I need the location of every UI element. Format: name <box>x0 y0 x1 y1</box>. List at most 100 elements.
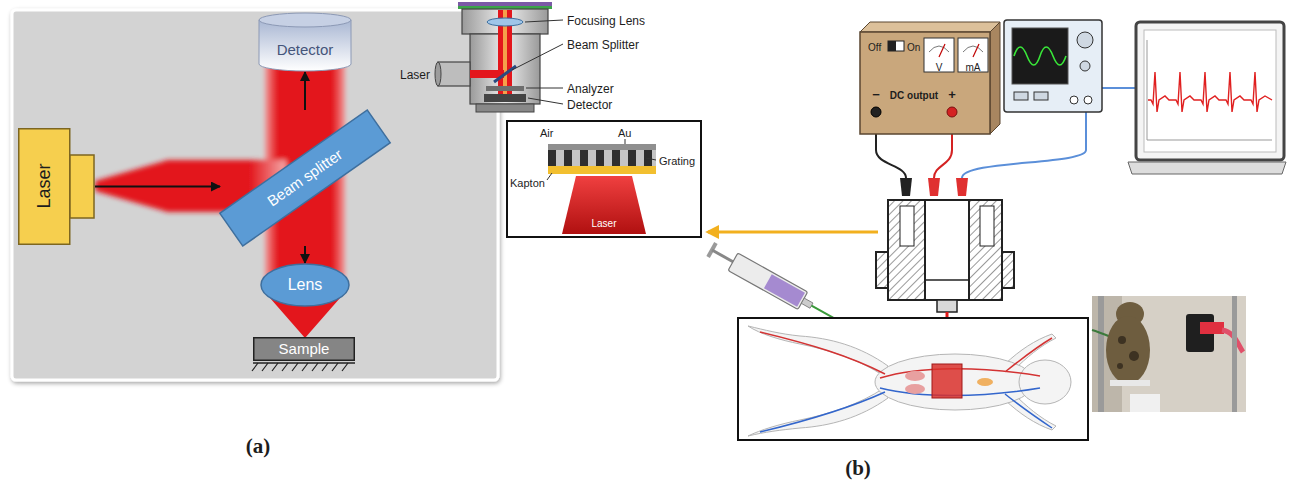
optical-head <box>484 94 526 102</box>
optical-head <box>494 66 516 82</box>
oscilloscope <box>1004 20 1102 112</box>
node-text: Laser <box>34 163 55 208</box>
detector-cylinder-outline <box>259 20 351 71</box>
node-text: mA <box>966 62 981 74</box>
grating-inset-outline <box>507 121 701 237</box>
node-text: − <box>872 88 880 103</box>
node-text: + <box>948 88 956 103</box>
text-holder: (a) <box>246 434 271 458</box>
sensor-housing <box>876 252 888 288</box>
frog-photo <box>1117 363 1123 369</box>
power-supply-outline <box>973 44 979 57</box>
sensor-housing <box>900 206 914 246</box>
frog-photo <box>1130 394 1160 412</box>
power-supply: OffOnVmA−DC output+ <box>860 22 1000 134</box>
frog-figure <box>932 364 962 398</box>
frog-figure <box>738 318 1088 440</box>
detector-cylinder-outline <box>259 13 351 27</box>
laser-beam <box>95 58 345 280</box>
sensor-housing <box>888 200 1002 300</box>
grating-inset-outline <box>625 139 626 144</box>
arrow-connector <box>304 246 306 263</box>
leader-line <box>512 44 563 70</box>
text-holder: Laser <box>400 65 430 83</box>
syringe <box>712 250 733 262</box>
laptop <box>1148 72 1272 112</box>
alligator-clip <box>900 178 912 196</box>
node-text: Au <box>618 127 631 140</box>
part-label: Detector <box>567 99 612 113</box>
frog-photo <box>1092 296 1246 412</box>
grating-inset-outline <box>580 150 588 166</box>
leader-line <box>526 88 563 89</box>
grating-inset-outline <box>612 150 620 166</box>
node-text: On <box>907 42 920 54</box>
sensor-housing <box>937 300 957 312</box>
part-label: Beam Splitter <box>567 39 639 53</box>
laptop <box>1128 162 1286 174</box>
frog-figure <box>977 378 993 386</box>
text-holder: Kapton <box>510 173 545 191</box>
syringe <box>801 298 813 308</box>
frog-figure <box>760 388 1052 432</box>
oscilloscope <box>1070 96 1078 104</box>
text-holder: Focusing Lens <box>567 11 645 29</box>
part-label: Laser <box>400 69 430 83</box>
sample-block: Sample <box>253 337 355 361</box>
optical-head <box>458 2 552 6</box>
node-text: Grating <box>659 155 695 168</box>
leader-line <box>512 20 563 104</box>
text-holder: On <box>907 37 920 55</box>
alligator-clip <box>900 178 968 196</box>
optical-head <box>476 104 534 112</box>
text-holder: Detector <box>567 95 612 113</box>
frog-figure <box>905 384 925 394</box>
text-holder: Air <box>540 123 553 141</box>
text-holder: DC output <box>890 85 938 103</box>
node-text: V <box>936 62 943 74</box>
grating-inset-outline <box>628 150 636 166</box>
sample-stage-hatching <box>252 363 348 371</box>
optical-head <box>487 18 523 26</box>
detector-cylinder: Detector <box>258 12 352 72</box>
power-supply-outline <box>860 22 1000 32</box>
grating-inset-outline <box>548 150 556 166</box>
laser-source-outline <box>70 155 94 218</box>
yellow-pointer <box>708 231 878 234</box>
laser-source-outline <box>19 129 70 245</box>
panel-a-ground <box>12 10 498 380</box>
laptop <box>1144 30 1276 152</box>
oscilloscope <box>1004 20 1102 112</box>
node-text: Laser <box>591 218 616 230</box>
text-holder: Au <box>618 123 631 141</box>
oscilloscope <box>1012 28 1068 84</box>
text-holder: Detector <box>277 41 334 59</box>
grating-inset-outline <box>548 144 656 150</box>
beam-splitter-outline <box>220 110 390 246</box>
text-holder: V <box>936 57 943 75</box>
oscilloscope <box>1034 92 1048 100</box>
arrow-connector <box>95 186 220 188</box>
power-supply-outline <box>963 46 983 52</box>
frog-figure <box>905 371 925 381</box>
frog-photo <box>1098 296 1104 412</box>
grating-inset-outline <box>646 158 656 160</box>
node-text: Sample <box>279 340 330 357</box>
power-supply-outline <box>929 46 949 52</box>
oscilloscope <box>1084 96 1092 104</box>
optical-head <box>486 86 524 91</box>
node-text: Lens <box>288 276 323 294</box>
grating-inset-outline <box>562 176 646 234</box>
sensor-housing <box>925 279 969 281</box>
text-holder: Grating <box>659 151 695 169</box>
lens-ellipse: Lens <box>260 263 350 307</box>
laser-source-outline <box>18 128 95 245</box>
frog-photo <box>1200 322 1224 334</box>
sample-block-outline <box>254 338 355 361</box>
frog-photo <box>1232 296 1237 412</box>
syringe <box>764 274 805 307</box>
oscilloscope <box>1014 92 1028 100</box>
